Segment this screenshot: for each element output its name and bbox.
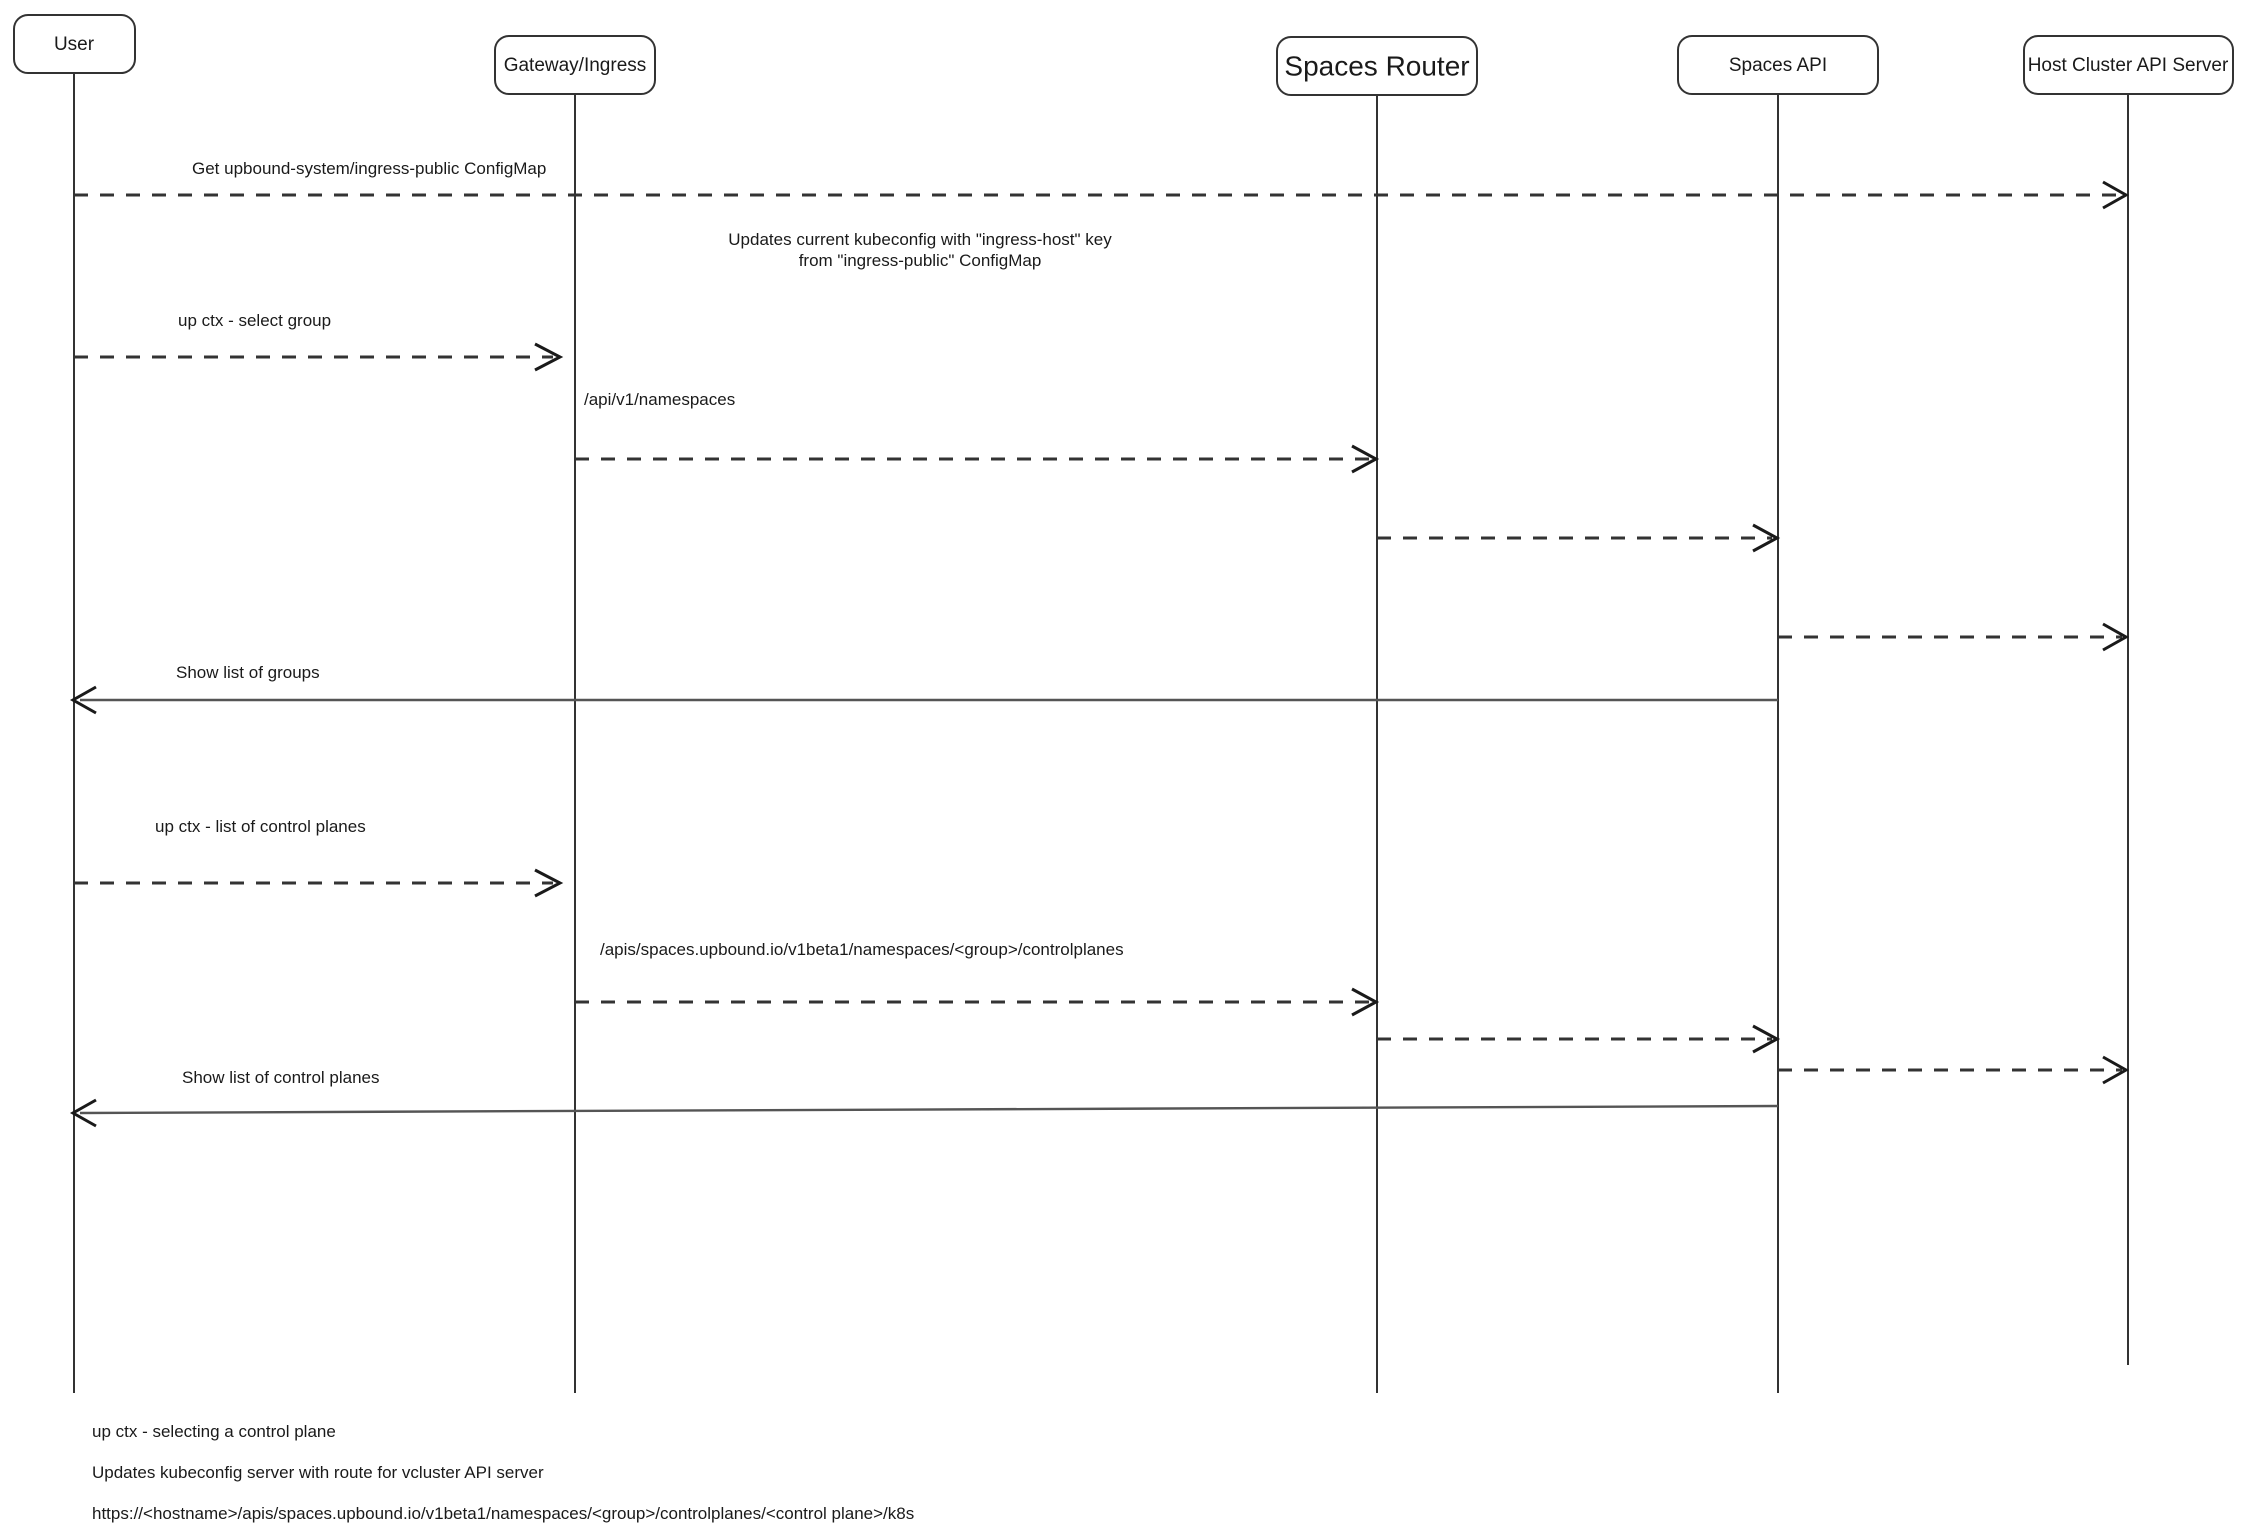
message-router-to-spaces-api	[1377, 523, 1781, 553]
message-controlplanes-path: /apis/spaces.upbound.io/v1beta1/namespac…	[575, 940, 1380, 1017]
lifelines	[73, 73, 2129, 1393]
note-updates-kubeconfig-ingress-host: Updates current kubeconfig with "ingress…	[728, 230, 1112, 270]
participant-router[interactable]: Spaces Router	[1276, 36, 1478, 96]
participant-spaces-api[interactable]: Spaces API	[1677, 35, 1879, 95]
participant-box-user[interactable]	[13, 14, 136, 74]
footer-note-2: Updates kubeconfig server with route for…	[92, 1463, 544, 1482]
participant-user[interactable]: User	[13, 14, 136, 74]
participant-gateway[interactable]: Gateway/Ingress	[494, 35, 656, 95]
arrowhead-icon	[1752, 523, 1781, 553]
footer-notes: up ctx - selecting a control plane Updat…	[92, 1422, 914, 1523]
message-spaces-api-to-host-api	[1778, 622, 2130, 652]
message-up-ctx-list-control-planes: up ctx - list of control planes	[74, 817, 564, 898]
participant-host-api[interactable]: Host Cluster API Server	[2023, 35, 2234, 95]
message-spaces-api-to-host-api-2	[1778, 1055, 2130, 1085]
arrowhead-icon	[1752, 1024, 1781, 1054]
message-show-list-of-groups: Show list of groups	[69, 663, 1778, 715]
participant-label-gateway: Gateway/Ingress	[504, 55, 647, 76]
participant-box-gateway[interactable]	[494, 35, 656, 95]
message-label-controlplanes-path: /apis/spaces.upbound.io/v1beta1/namespac…	[600, 940, 1124, 959]
note-line-1: Updates current kubeconfig with "ingress…	[728, 230, 1112, 249]
message-show-list-of-control-planes: Show list of control planes	[69, 1068, 1779, 1128]
participant-label-router: Spaces Router	[1284, 50, 1469, 81]
arrowhead-icon	[69, 1098, 97, 1128]
arrowhead-icon	[69, 685, 97, 715]
message-label-up-ctx-select-group: up ctx - select group	[178, 311, 331, 330]
arrowhead-icon	[2102, 1055, 2130, 1085]
message-label-show-list-of-control-planes: Show list of control planes	[182, 1068, 380, 1087]
participant-label-user: User	[54, 34, 95, 55]
message-router-to-spaces-api-2	[1377, 1024, 1781, 1054]
message-api-v1-namespaces: /api/v1/namespaces	[575, 390, 1380, 474]
note-line-2: from "ingress-public" ConfigMap	[799, 251, 1042, 270]
footer-note-3: https://<hostname>/apis/spaces.upbound.i…	[92, 1504, 914, 1523]
footer-note-1: up ctx - selecting a control plane	[92, 1422, 336, 1441]
message-label-show-list-of-groups: Show list of groups	[176, 663, 320, 682]
participant-box-router[interactable]	[1276, 36, 1478, 96]
message-line-show-list-of-control-planes	[79, 1104, 1779, 1115]
participant-label-spaces-api: Spaces API	[1729, 55, 1827, 76]
participant-box-spaces-api[interactable]	[1677, 35, 1879, 95]
message-label-get-configmap: Get upbound-system/ingress-public Config…	[192, 159, 546, 178]
arrowhead-icon	[534, 342, 564, 372]
arrowhead-icon	[1351, 987, 1380, 1017]
message-up-ctx-select-group: up ctx - select group	[74, 311, 564, 372]
arrowhead-icon	[1351, 444, 1380, 474]
arrowhead-icon	[2102, 180, 2130, 210]
message-get-configmap: Get upbound-system/ingress-public Config…	[74, 159, 2130, 210]
participant-box-host-api[interactable]	[2023, 35, 2234, 95]
message-label-api-v1-namespaces: /api/v1/namespaces	[584, 390, 735, 409]
message-label-up-ctx-list-control-planes: up ctx - list of control planes	[155, 817, 366, 836]
arrowhead-icon	[534, 868, 564, 898]
participant-label-host-api: Host Cluster API Server	[2028, 55, 2229, 76]
arrowhead-icon	[2102, 622, 2130, 652]
